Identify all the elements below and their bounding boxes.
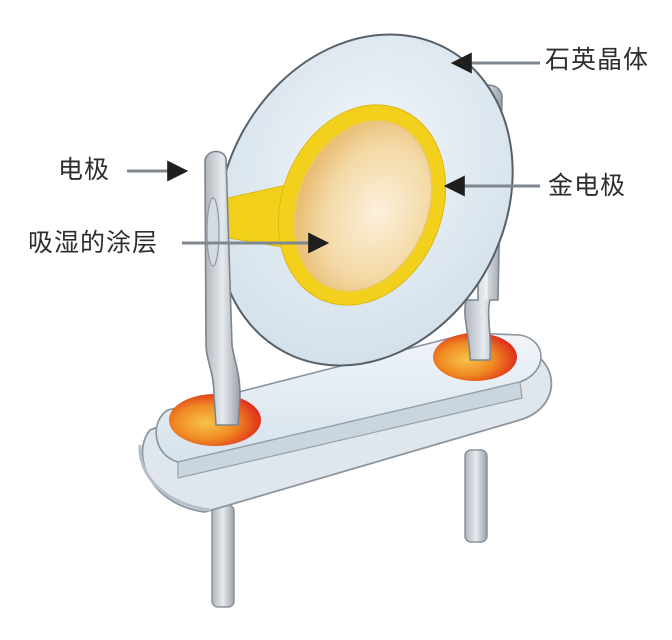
label-gold-electrode: 金电极 [548,171,627,200]
label-hygroscopic-coating: 吸湿的涂层 [28,228,159,257]
leader-lines [127,52,540,254]
label-quartz-crystal: 石英晶体 [545,45,650,74]
left-electrode-lead [204,150,241,426]
label-electrode: 电极 [58,155,111,184]
bottom-pins [211,449,488,608]
